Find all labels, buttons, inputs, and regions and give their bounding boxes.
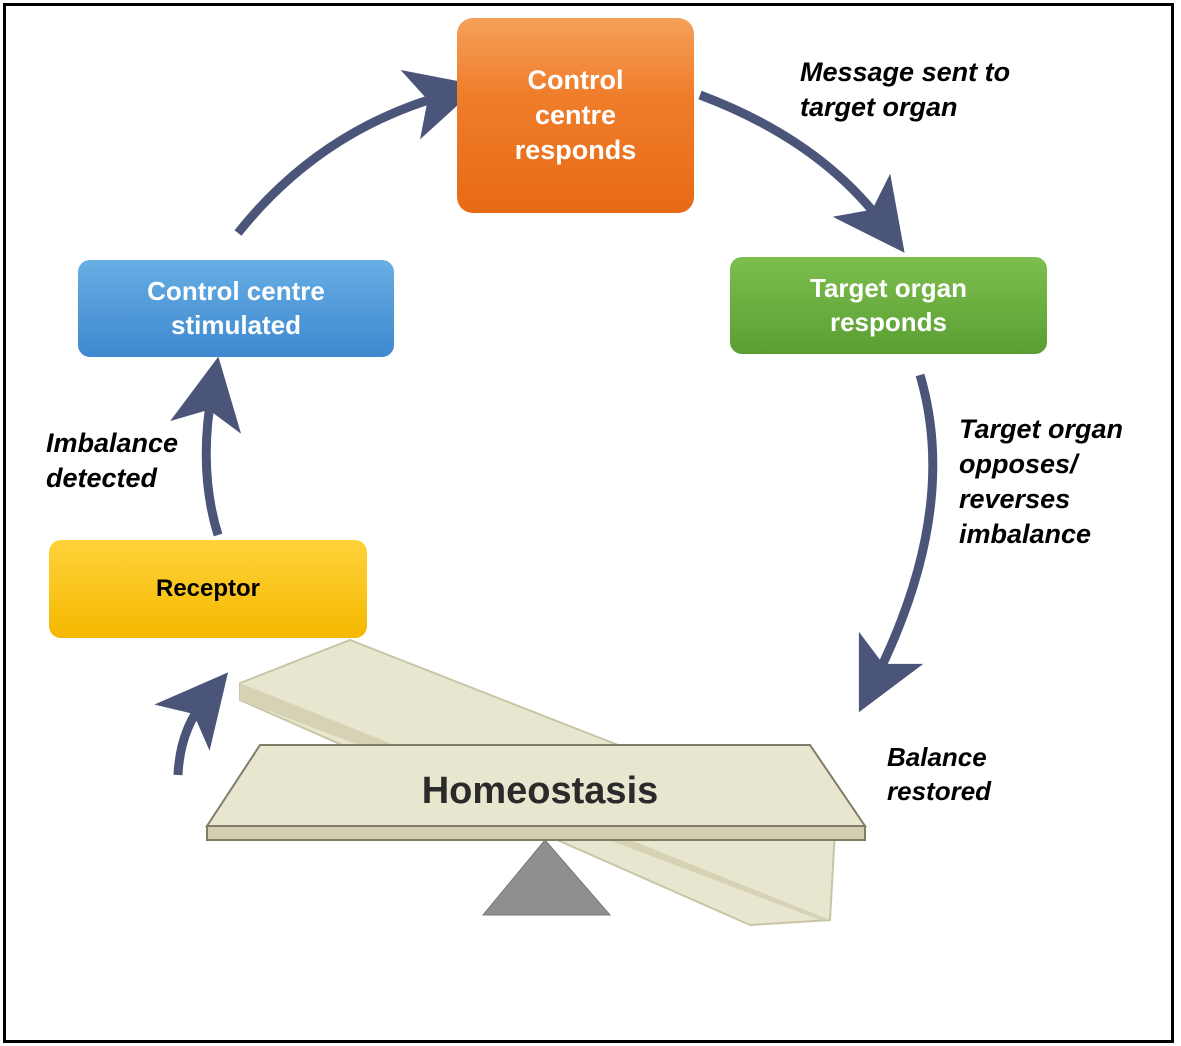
target-organ-responds-box: Target organ responds xyxy=(730,257,1047,354)
arrow-receptor-to-stimulated xyxy=(170,356,242,537)
control-centre-stimulated-box: Control centre stimulated xyxy=(78,260,394,357)
label-line: imbalance xyxy=(959,519,1092,550)
target-opposes-label: Target organ opposes/ reverses imbalance xyxy=(959,412,1123,552)
arrow-stimulated-to-responds xyxy=(234,70,480,236)
label-line: restored xyxy=(887,775,992,806)
level-board: Homeostasis xyxy=(205,744,867,841)
label-line: Target organ xyxy=(959,414,1124,444)
node-line: centre xyxy=(534,99,617,130)
fulcrum xyxy=(481,839,612,916)
label-line: reverses xyxy=(959,484,1071,515)
label-line: Message sent to xyxy=(800,57,1011,87)
label-line: opposes/ xyxy=(959,449,1078,480)
imbalance-detected-label: Imbalance detected xyxy=(46,426,178,496)
balance-restored-label: Balance restored xyxy=(887,741,991,809)
diagram-frame xyxy=(3,3,1174,1043)
node-line: stimulated xyxy=(170,309,302,340)
scale-label: Homeostasis xyxy=(422,770,659,812)
label-line: Balance xyxy=(887,742,987,772)
node-line: Target organ xyxy=(810,272,967,303)
node-line: responds xyxy=(514,135,637,166)
receptor-box: Receptor xyxy=(49,540,367,638)
arrow-target-to-balance xyxy=(858,373,938,713)
label-line: detected xyxy=(46,463,158,494)
node-line: responds xyxy=(829,306,947,337)
arrow-responds-to-target xyxy=(698,90,905,253)
control-centre-responds-box: Control centre responds xyxy=(457,18,694,213)
label-line: target organ xyxy=(800,92,958,123)
node-line: Receptor xyxy=(155,575,261,603)
label-line: Imbalance xyxy=(46,428,179,458)
node-line: Control xyxy=(527,64,624,95)
message-sent-label: Message sent to target organ xyxy=(800,55,1010,125)
node-line: Control centre xyxy=(147,275,325,306)
arrow-imbalance-to-receptor xyxy=(154,672,229,776)
